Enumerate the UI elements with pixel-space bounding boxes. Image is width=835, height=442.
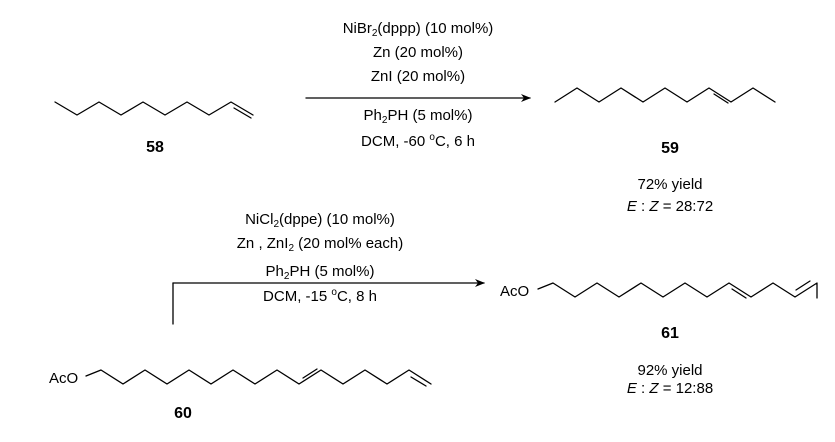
compound-label-58: 58 bbox=[146, 139, 164, 156]
r2-ligand: Ph2PH (5 mol%) bbox=[265, 263, 375, 282]
r2-catalyst: NiCl2(dppe) (10 mol%) bbox=[245, 211, 395, 230]
structure-59-double-bond bbox=[713, 93, 729, 104]
structure-60-double-bond-1 bbox=[302, 368, 318, 379]
structure-60-double-bond-2 bbox=[410, 376, 427, 387]
r1-ligand: Ph2PH (5 mol%) bbox=[363, 107, 473, 126]
structure-58-double-bond bbox=[233, 107, 252, 119]
r1-solvent-temp-time: DCM, -60 oC, 6 h bbox=[361, 132, 475, 151]
r2-ez-ratio: E : Z = 12:88 bbox=[626, 380, 714, 397]
r2-solvent-temp-time: DCM, -15 oC, 8 h bbox=[263, 287, 377, 306]
compound-label-61: 61 bbox=[661, 325, 679, 342]
r1-ez-ratio: E : Z = 28:72 bbox=[626, 198, 714, 215]
structure-61-chain bbox=[537, 282, 818, 299]
r2-yield: 92% yield bbox=[637, 362, 703, 379]
r2-reactant-acetate-group: AcO bbox=[49, 370, 79, 387]
compound-label-59: 59 bbox=[661, 140, 679, 157]
r1-reductant: Zn (20 mol%) bbox=[372, 44, 464, 61]
compound-label-60: 60 bbox=[174, 405, 192, 422]
r1-catalyst: NiBr2(dppp) (10 mol%) bbox=[342, 20, 494, 39]
structure-61-double-bond-2 bbox=[795, 280, 811, 291]
structure-59 bbox=[554, 87, 776, 103]
structure-58 bbox=[54, 101, 254, 116]
r2-reductant: Zn , ZnI2 (20 mol% each) bbox=[236, 235, 404, 254]
structure-60-chain bbox=[85, 369, 432, 385]
r2-product-acetate-group: AcO bbox=[500, 283, 530, 300]
r1-yield: 72% yield bbox=[637, 176, 703, 193]
structure-61-double-bond-1 bbox=[731, 288, 747, 299]
r1-additive: ZnI (20 mol%) bbox=[370, 68, 466, 85]
